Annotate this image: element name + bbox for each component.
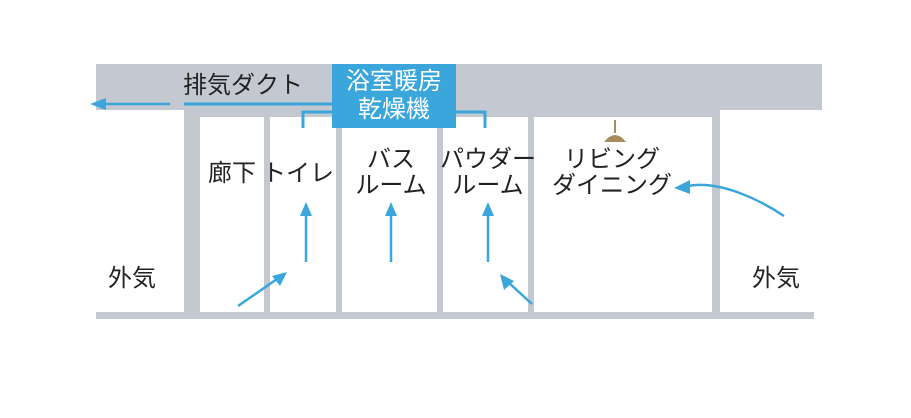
bathroom-label-line2: ルーム	[355, 171, 427, 199]
bath-dryer-label-box: 浴室暖房 乾燥機	[332, 64, 456, 128]
outside-air-right-label: 外気	[752, 264, 800, 292]
airflow-arrow-icon	[90, 98, 106, 110]
living-dining-label: リビング ダイニング	[542, 146, 682, 198]
wall-toilet-bath	[336, 117, 342, 314]
toilet-label: トイレ	[262, 159, 334, 187]
airflow-arrow-icon	[674, 180, 690, 194]
airflow-arrow-icon	[300, 202, 312, 216]
corridor-label: 廊下	[208, 159, 256, 187]
corridor-diagonal-arrow	[237, 277, 278, 308]
wall-outer-left	[184, 110, 200, 314]
powder-diagonal-arrow	[507, 281, 533, 305]
floor-line	[96, 312, 814, 319]
airflow-arrow-icon	[385, 202, 397, 216]
airflow-arrow-icon	[482, 202, 494, 216]
bath-dryer-label-line1: 浴室暖房	[346, 67, 442, 95]
airflow-arrow-icon	[500, 274, 514, 290]
wall-bath-powder	[437, 117, 443, 314]
airflow-arrow-icon	[272, 272, 287, 286]
living-dining-label-line1: リビング	[564, 145, 660, 173]
wall-powder-living	[528, 117, 534, 314]
powder-room-label: パウダー ルーム	[436, 146, 540, 198]
powder-room-label-line2: ルーム	[452, 171, 524, 199]
bathroom-label: バス ルーム	[344, 146, 438, 198]
wall-corridor-toilet	[264, 117, 270, 314]
outside-air-left-label: 外気	[108, 264, 156, 292]
wall-outer-right	[712, 110, 720, 314]
powder-room-label-line1: パウダー	[440, 145, 536, 173]
bath-dryer-label-line2: 乾燥機	[358, 95, 430, 123]
exhaust-duct-label: 排気ダクト	[183, 71, 303, 99]
living-inflow-arrow	[687, 183, 785, 218]
living-dining-label-line2: ダイニング	[552, 171, 672, 199]
pendant-lamp-icon	[604, 120, 626, 142]
bathroom-label-line1: バス	[367, 145, 415, 173]
